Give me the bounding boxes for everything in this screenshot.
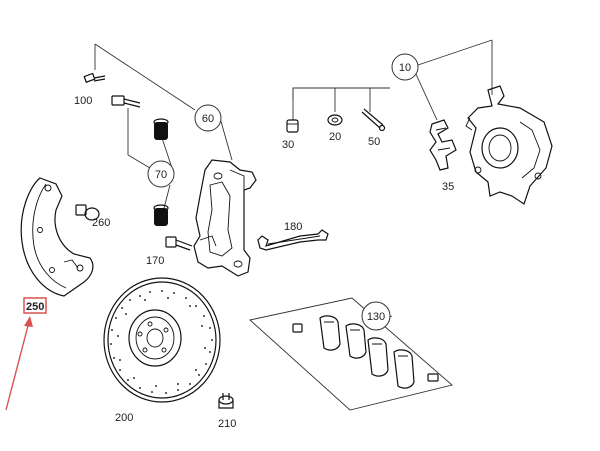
part-label-170: 170 bbox=[146, 255, 164, 267]
dust-shield-250 bbox=[20, 177, 94, 297]
steering-knuckle bbox=[465, 85, 553, 205]
part-label-100: 100 bbox=[74, 95, 92, 107]
part-label-30: 30 bbox=[282, 139, 294, 151]
caliper-carrier-60 bbox=[193, 159, 257, 277]
guide-pins-70 bbox=[153, 118, 169, 226]
callout-70: 70 bbox=[147, 160, 175, 188]
part-label-35: 35 bbox=[442, 181, 454, 193]
red-pointer-arrow bbox=[5, 316, 33, 411]
highlighted-part-250: 250 bbox=[23, 297, 47, 314]
spring-clips-35 bbox=[429, 119, 457, 171]
bolt-100 bbox=[83, 72, 141, 108]
part-label-210: 210 bbox=[218, 418, 236, 430]
part-label-50: 50 bbox=[368, 136, 380, 148]
wear-sensor-180 bbox=[257, 229, 329, 251]
part-label-250: 250 bbox=[26, 301, 44, 313]
part-label-20: 20 bbox=[329, 131, 341, 143]
leader-lines bbox=[94, 39, 493, 411]
hardware-30 bbox=[286, 119, 299, 133]
bolt-260 bbox=[75, 204, 100, 221]
bolt-210 bbox=[218, 393, 234, 409]
part-label-200: 200 bbox=[115, 412, 133, 424]
callout-130: 130 bbox=[361, 301, 391, 331]
callout-label-70: 70 bbox=[155, 169, 167, 181]
callout-60: 60 bbox=[194, 104, 222, 132]
part-label-180: 180 bbox=[284, 221, 302, 233]
hardware-20 bbox=[327, 114, 343, 126]
brake-pads-130 bbox=[292, 315, 439, 389]
callout-label-10: 10 bbox=[399, 62, 411, 74]
disc-drill-holes bbox=[110, 290, 213, 394]
pin-50 bbox=[361, 108, 386, 132]
bolt-170 bbox=[165, 236, 193, 251]
callout-label-130: 130 bbox=[367, 311, 385, 323]
callout-label-60: 60 bbox=[202, 113, 214, 125]
brake-disc-200 bbox=[103, 277, 221, 403]
part-label-260: 260 bbox=[92, 217, 110, 229]
callout-10: 10 bbox=[391, 53, 419, 81]
